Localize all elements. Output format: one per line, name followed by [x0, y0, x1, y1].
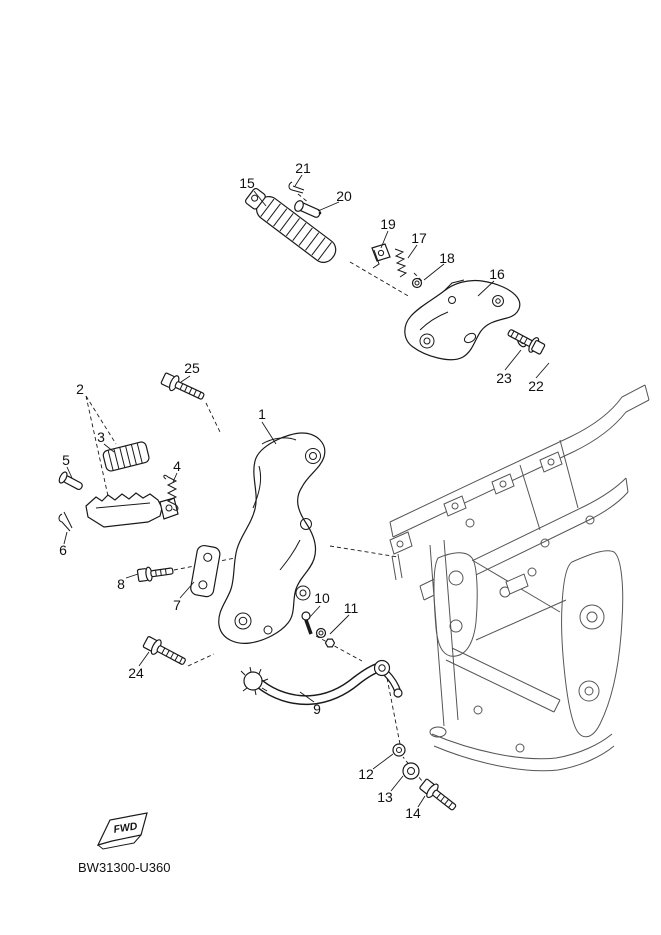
- callout-24: 24: [128, 665, 144, 681]
- callout-21: 21: [295, 160, 311, 176]
- part-3-rubber: [102, 441, 150, 472]
- callout-2: 2: [76, 381, 84, 397]
- part-10-pivot-bolt: [301, 611, 313, 635]
- part-16-bracket: [404, 279, 521, 361]
- callout-22: 22: [528, 378, 544, 394]
- callout-7: 7: [173, 597, 181, 613]
- part-11-washer-nut: [315, 627, 336, 648]
- part-19-stopper: [371, 243, 391, 269]
- callout-9: 9: [313, 701, 321, 717]
- part-13-washer: [402, 762, 420, 780]
- callout-10: 10: [314, 590, 330, 606]
- part-12-washer: [392, 743, 406, 757]
- part-15-footrest: [245, 187, 337, 263]
- callout-16: 16: [489, 266, 505, 282]
- part-25-bolt: [160, 372, 205, 400]
- callout-numbers: 1 2 3 4 5 6 7 8 9 10 11 12 13 14 15 16 1…: [59, 160, 544, 821]
- part-7-plate: [190, 544, 221, 598]
- callout-20: 20: [336, 188, 352, 204]
- part-22-bolt: [507, 329, 546, 355]
- callout-3: 3: [97, 429, 105, 445]
- callout-19: 19: [380, 216, 396, 232]
- callout-15: 15: [239, 175, 255, 191]
- fwd-label: FWD: [113, 820, 139, 836]
- callout-17: 17: [411, 230, 427, 246]
- diagram-code: BW31300-U360: [78, 860, 171, 875]
- callout-8: 8: [117, 576, 125, 592]
- callout-5: 5: [62, 452, 70, 468]
- part-21-cotter-pin: [288, 181, 305, 194]
- frame-reference-drawing: [389, 384, 650, 772]
- callout-12: 12: [358, 766, 374, 782]
- callout-1: 1: [258, 406, 266, 422]
- fwd-indicator: FWD: [96, 812, 148, 850]
- part-18-collar: [411, 277, 423, 289]
- callout-6: 6: [59, 542, 67, 558]
- part-20-pin: [294, 200, 322, 218]
- callout-14: 14: [405, 805, 421, 821]
- callout-13: 13: [377, 789, 393, 805]
- part-4-spring: [163, 474, 179, 511]
- parts-drawing: [58, 181, 546, 811]
- part-5-pin: [58, 471, 83, 491]
- callout-leader-lines: [63, 174, 550, 808]
- callout-4: 4: [173, 458, 181, 474]
- front-footpeg: [85, 492, 179, 528]
- part-8-bolt: [136, 566, 174, 583]
- assembly-axis-lines: [85, 193, 427, 787]
- part-17-spring: [394, 248, 408, 278]
- callout-18: 18: [439, 250, 455, 266]
- part-6-cotter-pin: [58, 511, 73, 532]
- callout-11: 11: [344, 600, 359, 616]
- part-1-bracket: [218, 432, 326, 644]
- part-14-bolt: [419, 778, 457, 811]
- callout-25: 25: [184, 360, 200, 376]
- callout-23: 23: [496, 370, 512, 386]
- part-9-brake-pedal: [240, 659, 403, 706]
- part-24-bolt: [142, 636, 186, 665]
